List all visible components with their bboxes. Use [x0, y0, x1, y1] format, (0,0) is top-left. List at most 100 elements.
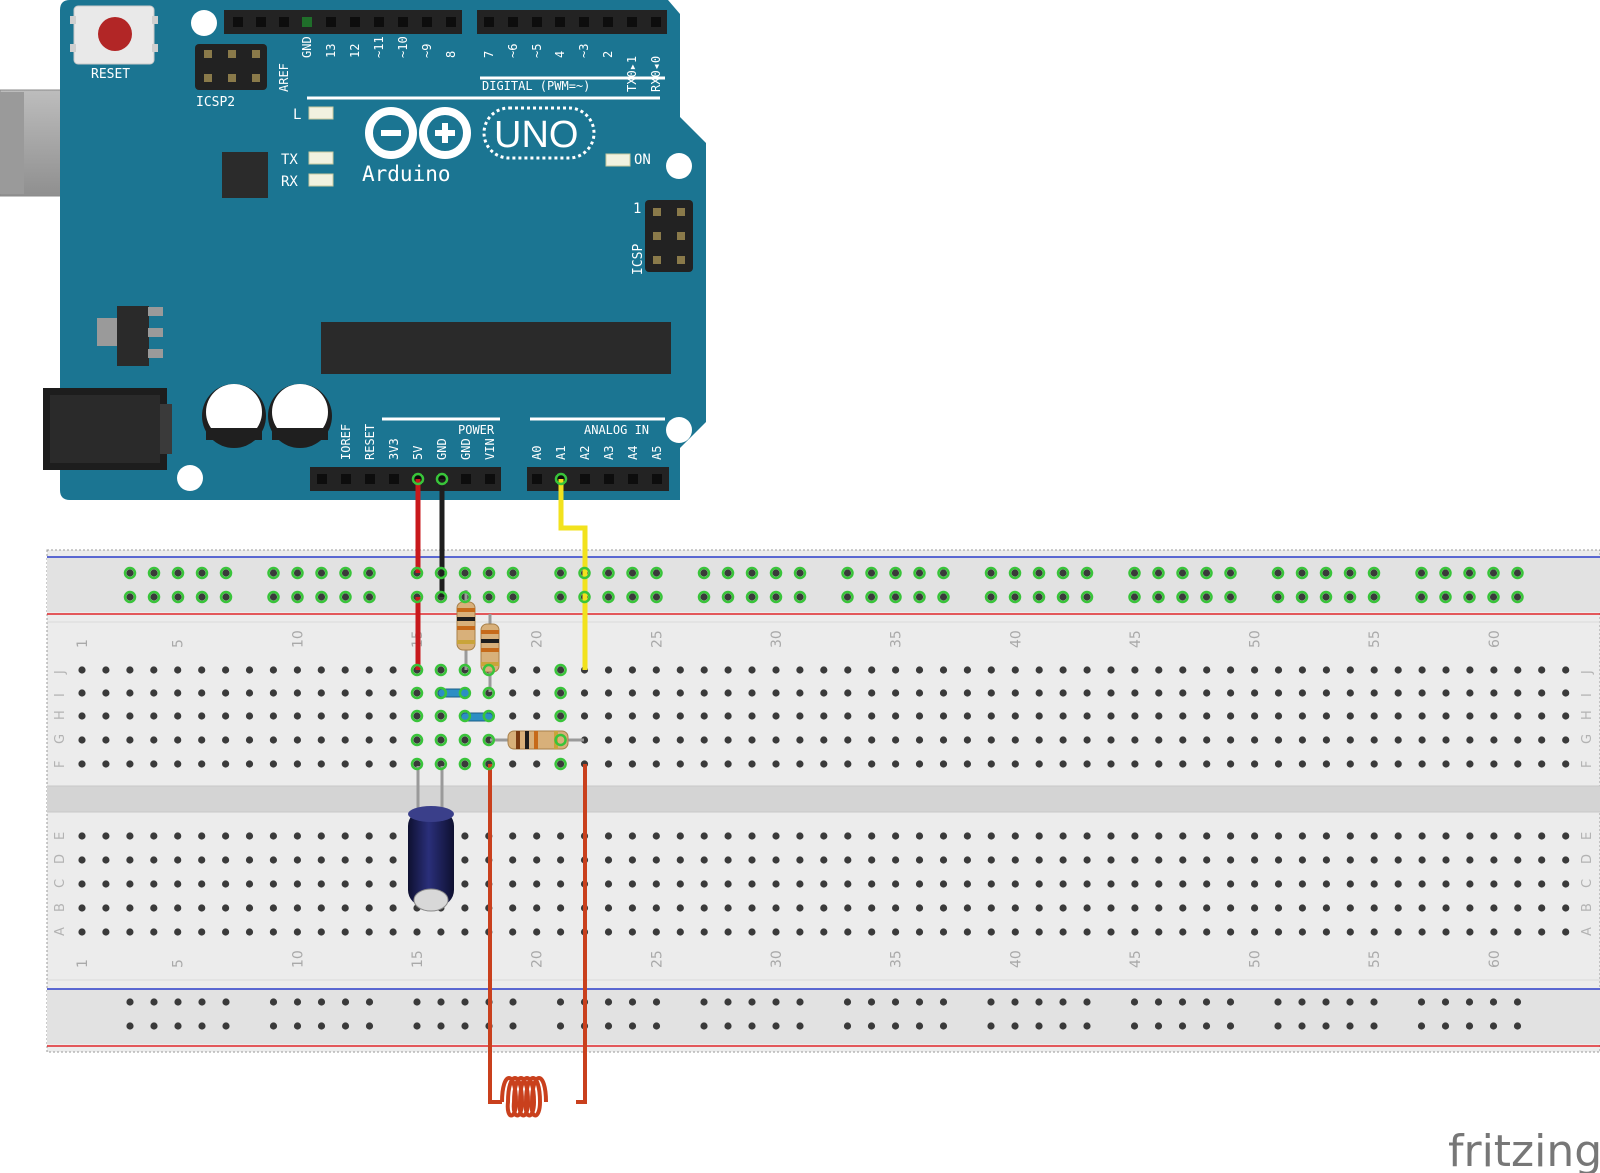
rail-hole — [843, 569, 852, 577]
connection-marker — [1295, 566, 1309, 580]
reset-button-cap[interactable] — [98, 17, 132, 51]
rail-hole — [317, 1022, 326, 1030]
breadboard-hole — [1394, 928, 1402, 936]
board-capacitor — [202, 384, 266, 448]
breadboard-hole — [772, 880, 780, 888]
resistor-2 — [480, 614, 500, 692]
breadboard-hole — [676, 880, 684, 888]
column-number: 20 — [530, 950, 546, 968]
column-number: 5 — [171, 959, 187, 968]
connection-marker — [482, 733, 496, 747]
rail-hole — [198, 593, 206, 601]
breadboard-hole — [1274, 928, 1283, 936]
rail-hole — [365, 569, 374, 577]
breadboard-hole — [341, 856, 349, 864]
breadboard-hole — [1394, 904, 1402, 912]
breadboard-hole — [317, 666, 325, 674]
breadboard-hole — [1107, 689, 1115, 697]
connection-marker — [1271, 566, 1285, 580]
rail-hole — [915, 593, 924, 601]
connection-marker — [1008, 590, 1022, 604]
row-letter: H — [1580, 710, 1595, 720]
breadboard-hole — [1562, 928, 1570, 936]
column-number: 5 — [171, 639, 187, 648]
breadboard-hole — [1322, 689, 1330, 697]
breadboard-hole — [628, 760, 637, 768]
breadboard-hole — [1059, 736, 1067, 744]
rail-hole — [1417, 569, 1426, 577]
breadboard-hole — [820, 666, 828, 674]
breadboard-hole — [389, 689, 397, 697]
rail-hole — [1130, 569, 1139, 577]
breadboard-hole — [102, 856, 110, 864]
rail-hole — [317, 593, 326, 601]
connection-marker — [841, 590, 854, 604]
connection-marker — [626, 590, 639, 604]
rail-hole — [1226, 593, 1235, 601]
breadboard-hole — [724, 760, 732, 768]
breadboard-hole — [604, 880, 613, 888]
rail-hole — [126, 998, 134, 1006]
rail-hole — [1226, 1022, 1235, 1030]
breadboard-hole — [1514, 736, 1522, 744]
breadboard-hole — [1346, 856, 1354, 864]
header-pin — [374, 17, 384, 27]
rail-hole — [1059, 998, 1067, 1006]
rail-hole — [1083, 569, 1091, 577]
breadboard-hole — [892, 928, 900, 936]
connection-marker — [315, 590, 328, 604]
breadboard-hole — [1155, 689, 1163, 697]
breadboard-hole — [78, 712, 86, 720]
breadboard-hole — [1251, 832, 1259, 840]
breadboard-hole — [987, 689, 995, 697]
breadboard-hole — [1514, 904, 1522, 912]
breadboard-hole — [868, 712, 876, 720]
reset-button[interactable] — [70, 5, 158, 65]
rail-hole — [1154, 593, 1163, 601]
rail-hole — [772, 1022, 780, 1030]
connection-marker — [721, 590, 735, 604]
connection-marker — [1152, 566, 1165, 580]
breadboard-hole — [1514, 880, 1522, 888]
breadboard-hole — [772, 666, 780, 674]
rail-hole — [628, 569, 637, 577]
column-number: 30 — [769, 630, 785, 648]
row-letter: D — [1580, 854, 1595, 864]
breadboard-hole — [126, 880, 134, 888]
header-pin — [233, 17, 243, 27]
rail-hole — [1035, 569, 1043, 577]
connection-marker — [650, 566, 663, 580]
rail-hole — [222, 1022, 230, 1030]
breadboard-hole — [245, 736, 254, 744]
breadboard-hole — [1107, 904, 1115, 912]
rail-hole — [1322, 998, 1330, 1006]
connection-marker — [1128, 566, 1141, 580]
breadboard-hole — [1155, 928, 1163, 936]
breadboard-hole — [1011, 832, 1019, 840]
header-pin — [485, 474, 495, 484]
breadboard-hole — [1466, 832, 1474, 840]
digital-header-right — [477, 10, 667, 34]
breadboard-hole — [1394, 666, 1402, 674]
rail-hole — [604, 593, 613, 601]
rail-hole — [1274, 593, 1282, 601]
connection-marker — [1367, 590, 1381, 604]
breadboard-hole — [939, 760, 948, 768]
rail-hole — [987, 998, 995, 1006]
row-letter: I — [1580, 693, 1595, 697]
icsp2-label: ICSP2 — [196, 95, 235, 110]
breadboard-hole — [102, 760, 110, 768]
rail-hole — [1178, 569, 1187, 577]
breadboard-hole — [1035, 904, 1043, 912]
connection-marker — [1319, 566, 1333, 580]
rail-hole — [1298, 998, 1306, 1006]
breadboard-hole — [174, 832, 182, 840]
breadboard-hole — [1538, 904, 1546, 912]
breadboard-hole — [1035, 736, 1043, 744]
breadboard-hole — [413, 736, 421, 744]
connection-marker — [1415, 590, 1428, 604]
breadboard-hole — [1346, 712, 1354, 720]
electrolytic-capacitor — [408, 766, 454, 912]
breadboard-hole — [222, 928, 230, 936]
breadboard-hole — [126, 712, 134, 720]
